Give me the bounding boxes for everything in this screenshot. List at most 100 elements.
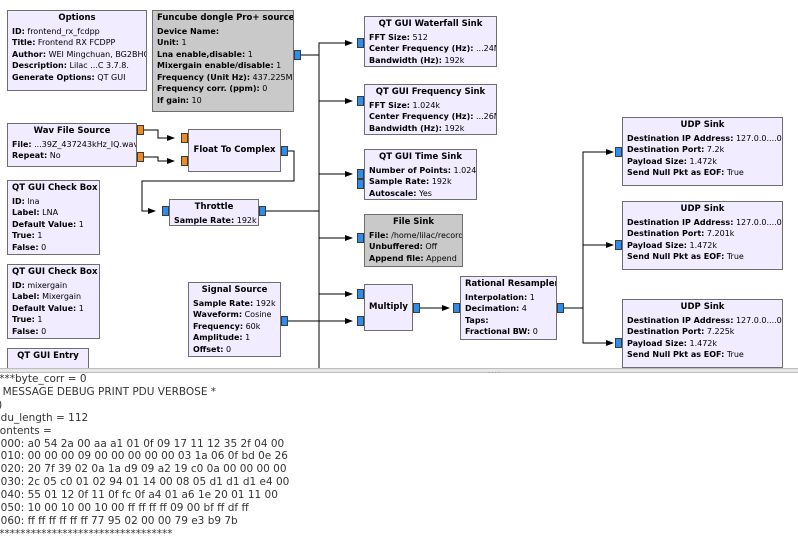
param-key: Mixergain enable/disable: bbox=[157, 61, 274, 70]
block-title: UDP Sink bbox=[680, 302, 725, 312]
wav-output-port-1[interactable] bbox=[137, 125, 144, 135]
block-title: QT GUI Entry bbox=[17, 351, 79, 361]
param-key: Bandwidth (Hz): bbox=[369, 55, 442, 65]
block-param-row: Frequency corr. (ppm): 0 bbox=[157, 83, 289, 95]
block-param-row: Sample Rate: 192k bbox=[174, 215, 257, 226]
funcube-output-port[interactable] bbox=[294, 50, 301, 60]
throttle-input-port[interactable] bbox=[162, 206, 169, 216]
multiply-block[interactable]: Multiply bbox=[364, 284, 413, 331]
param-key: Destination Port: bbox=[627, 145, 705, 154]
param-key: Number of Points: bbox=[369, 165, 451, 175]
param-value: 0 bbox=[38, 326, 47, 336]
float-to-complex-input-im[interactable] bbox=[181, 156, 188, 166]
qt-gui-entry-block[interactable]: QT GUI Entry bbox=[7, 348, 89, 368]
file-sink-input-port[interactable] bbox=[357, 233, 364, 243]
param-key: Center Frequency (Hz): bbox=[369, 44, 474, 53]
waterfall-input-port[interactable] bbox=[357, 38, 364, 48]
block-param-row: Offset: 0 bbox=[193, 344, 276, 356]
param-key: Unbuffered: bbox=[369, 242, 423, 251]
block-param-row: Destination Port: 7.201k bbox=[627, 228, 778, 240]
resampler-input-port[interactable] bbox=[453, 303, 460, 313]
param-key: File: bbox=[369, 230, 389, 240]
param-key: Destination Port: bbox=[627, 229, 705, 238]
param-value: 1.472k bbox=[686, 156, 718, 166]
console-line: ****byte_corr = 0 bbox=[0, 373, 87, 385]
param-key: Destination IP Address: bbox=[627, 133, 734, 143]
float-to-complex-block[interactable]: Float To Complex bbox=[188, 129, 281, 172]
splitter-grip-icon[interactable]: .... bbox=[488, 367, 501, 375]
block-param-row: Description: Lilac ...C 3.7.8. bbox=[12, 60, 142, 72]
param-value: 1 bbox=[178, 38, 187, 47]
param-key: True: bbox=[12, 315, 35, 324]
param-key: Default Value: bbox=[12, 303, 77, 313]
multiply-input-1[interactable] bbox=[357, 289, 364, 299]
throttle-output-port[interactable] bbox=[259, 206, 266, 216]
block-param-row: Default Value: 1 bbox=[12, 303, 95, 315]
param-value: 7.201k bbox=[704, 229, 735, 238]
param-key: Amplitude: bbox=[193, 333, 243, 342]
param-key: ID: bbox=[12, 196, 25, 206]
signal-source-output[interactable] bbox=[281, 316, 288, 326]
param-key: Frequency (Unit Hz): bbox=[157, 72, 251, 82]
multiply-input-2[interactable] bbox=[357, 316, 364, 326]
block-title: QT GUI Check Box bbox=[12, 183, 98, 193]
block-param-row: Mixergain enable/disable: 1 bbox=[157, 60, 289, 72]
pane-splitter[interactable]: .... bbox=[0, 367, 798, 375]
udp-sink-1-input[interactable] bbox=[615, 147, 622, 157]
frequency-sink-input-port[interactable] bbox=[357, 96, 364, 106]
param-key: Sample Rate: bbox=[193, 298, 254, 308]
param-value: ...39Z_437243kHz_IQ.wav bbox=[31, 139, 137, 149]
block-param-row: Bandwidth (Hz): 192k bbox=[369, 123, 492, 135]
time-sink-input-1[interactable] bbox=[357, 169, 364, 179]
param-key: Destination Port: bbox=[627, 327, 705, 336]
param-value: True bbox=[724, 350, 744, 359]
console-output-panel[interactable]: ****byte_corr = 0* MESSAGE DEBUG PRINT P… bbox=[0, 373, 798, 547]
resampler-output-port[interactable] bbox=[557, 303, 564, 313]
block-title: QT GUI Waterfall Sink bbox=[378, 19, 483, 29]
param-value: 1.472k bbox=[686, 240, 718, 250]
console-line: 0030: 2c 05 c0 01 02 94 01 14 00 08 05 d… bbox=[0, 476, 290, 489]
block-param-row: ID: mixergain bbox=[12, 280, 95, 292]
block-title: QT GUI Time Sink bbox=[378, 152, 463, 162]
param-value: LNA bbox=[39, 208, 59, 217]
udp-sink-3-input[interactable] bbox=[615, 338, 622, 348]
block-param-row: FFT Size: 512 bbox=[369, 32, 492, 44]
param-key: If gain: bbox=[157, 95, 190, 105]
param-key: False: bbox=[12, 242, 39, 252]
block-param-row: ID: frontend_rx_fcdpp bbox=[12, 26, 142, 38]
time-sink-input-2[interactable] bbox=[357, 179, 364, 189]
block-param-row: False: 0 bbox=[12, 326, 95, 338]
block-param-row: Label: Mixergain bbox=[12, 291, 95, 303]
param-key: Sample Rate: bbox=[369, 177, 430, 186]
param-key: ID: bbox=[12, 26, 25, 36]
console-line: contents = bbox=[0, 424, 52, 437]
param-key: Default Value: bbox=[12, 219, 77, 229]
param-value: 1 bbox=[273, 61, 282, 70]
udp-sink-2-input[interactable] bbox=[615, 240, 622, 250]
multiply-output[interactable] bbox=[413, 303, 420, 313]
float-to-complex-output[interactable] bbox=[281, 146, 288, 156]
float-to-complex-input-re[interactable] bbox=[181, 133, 188, 143]
wav-output-port-2[interactable] bbox=[137, 152, 144, 162]
connection-wires bbox=[141, 40, 614, 368]
param-value: WEI Mingchuan, BG2BHC bbox=[46, 49, 147, 59]
param-key: Destination IP Address: bbox=[627, 217, 734, 227]
param-value: ...26M bbox=[475, 112, 496, 121]
block-title: File Sink bbox=[392, 217, 435, 227]
